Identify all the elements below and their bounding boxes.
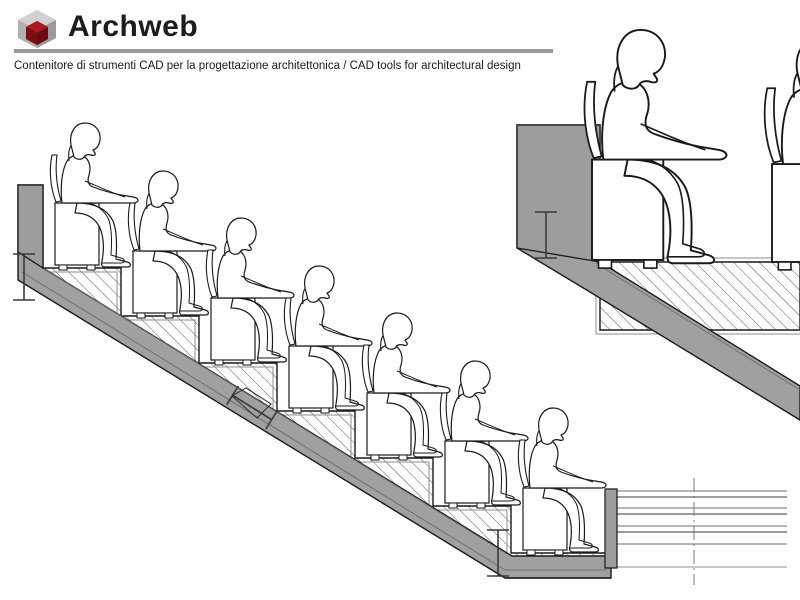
page-header: Archweb Contenitore di strumenti CAD per… — [0, 0, 800, 80]
brand-title: Archweb — [68, 10, 199, 43]
logo-svg — [18, 10, 56, 48]
step-nosing-offset-line — [41, 271, 609, 558]
header-subtitle: Contenitore di strumenti CAD per la prog… — [14, 60, 521, 72]
seated-human-figure — [205, 217, 295, 366]
seated-human-figure — [283, 265, 373, 414]
archweb-cube-logo-icon[interactable] — [14, 8, 60, 48]
seated-human-figure-cropped — [763, 36, 800, 271]
beam-right-inner-line — [599, 265, 800, 391]
header-divider-rule — [14, 49, 553, 53]
seated-human-figure — [439, 360, 529, 509]
seated-human-figure — [127, 170, 217, 319]
seated-human-figure-large — [583, 28, 728, 270]
riser-end-block — [604, 488, 618, 569]
beam-inner-edge-line — [21, 271, 607, 571]
seated-human-figure — [517, 407, 607, 556]
beam-joint-outline — [231, 387, 272, 419]
left-end-wall — [17, 184, 44, 270]
seated-human-figure — [49, 122, 139, 271]
stair-riser-detail — [604, 478, 787, 585]
beam-top-inner-line — [42, 267, 508, 555]
right-seating-bank — [516, 28, 800, 421]
right-bank-wall — [516, 124, 601, 263]
seated-human-figure — [361, 312, 451, 461]
